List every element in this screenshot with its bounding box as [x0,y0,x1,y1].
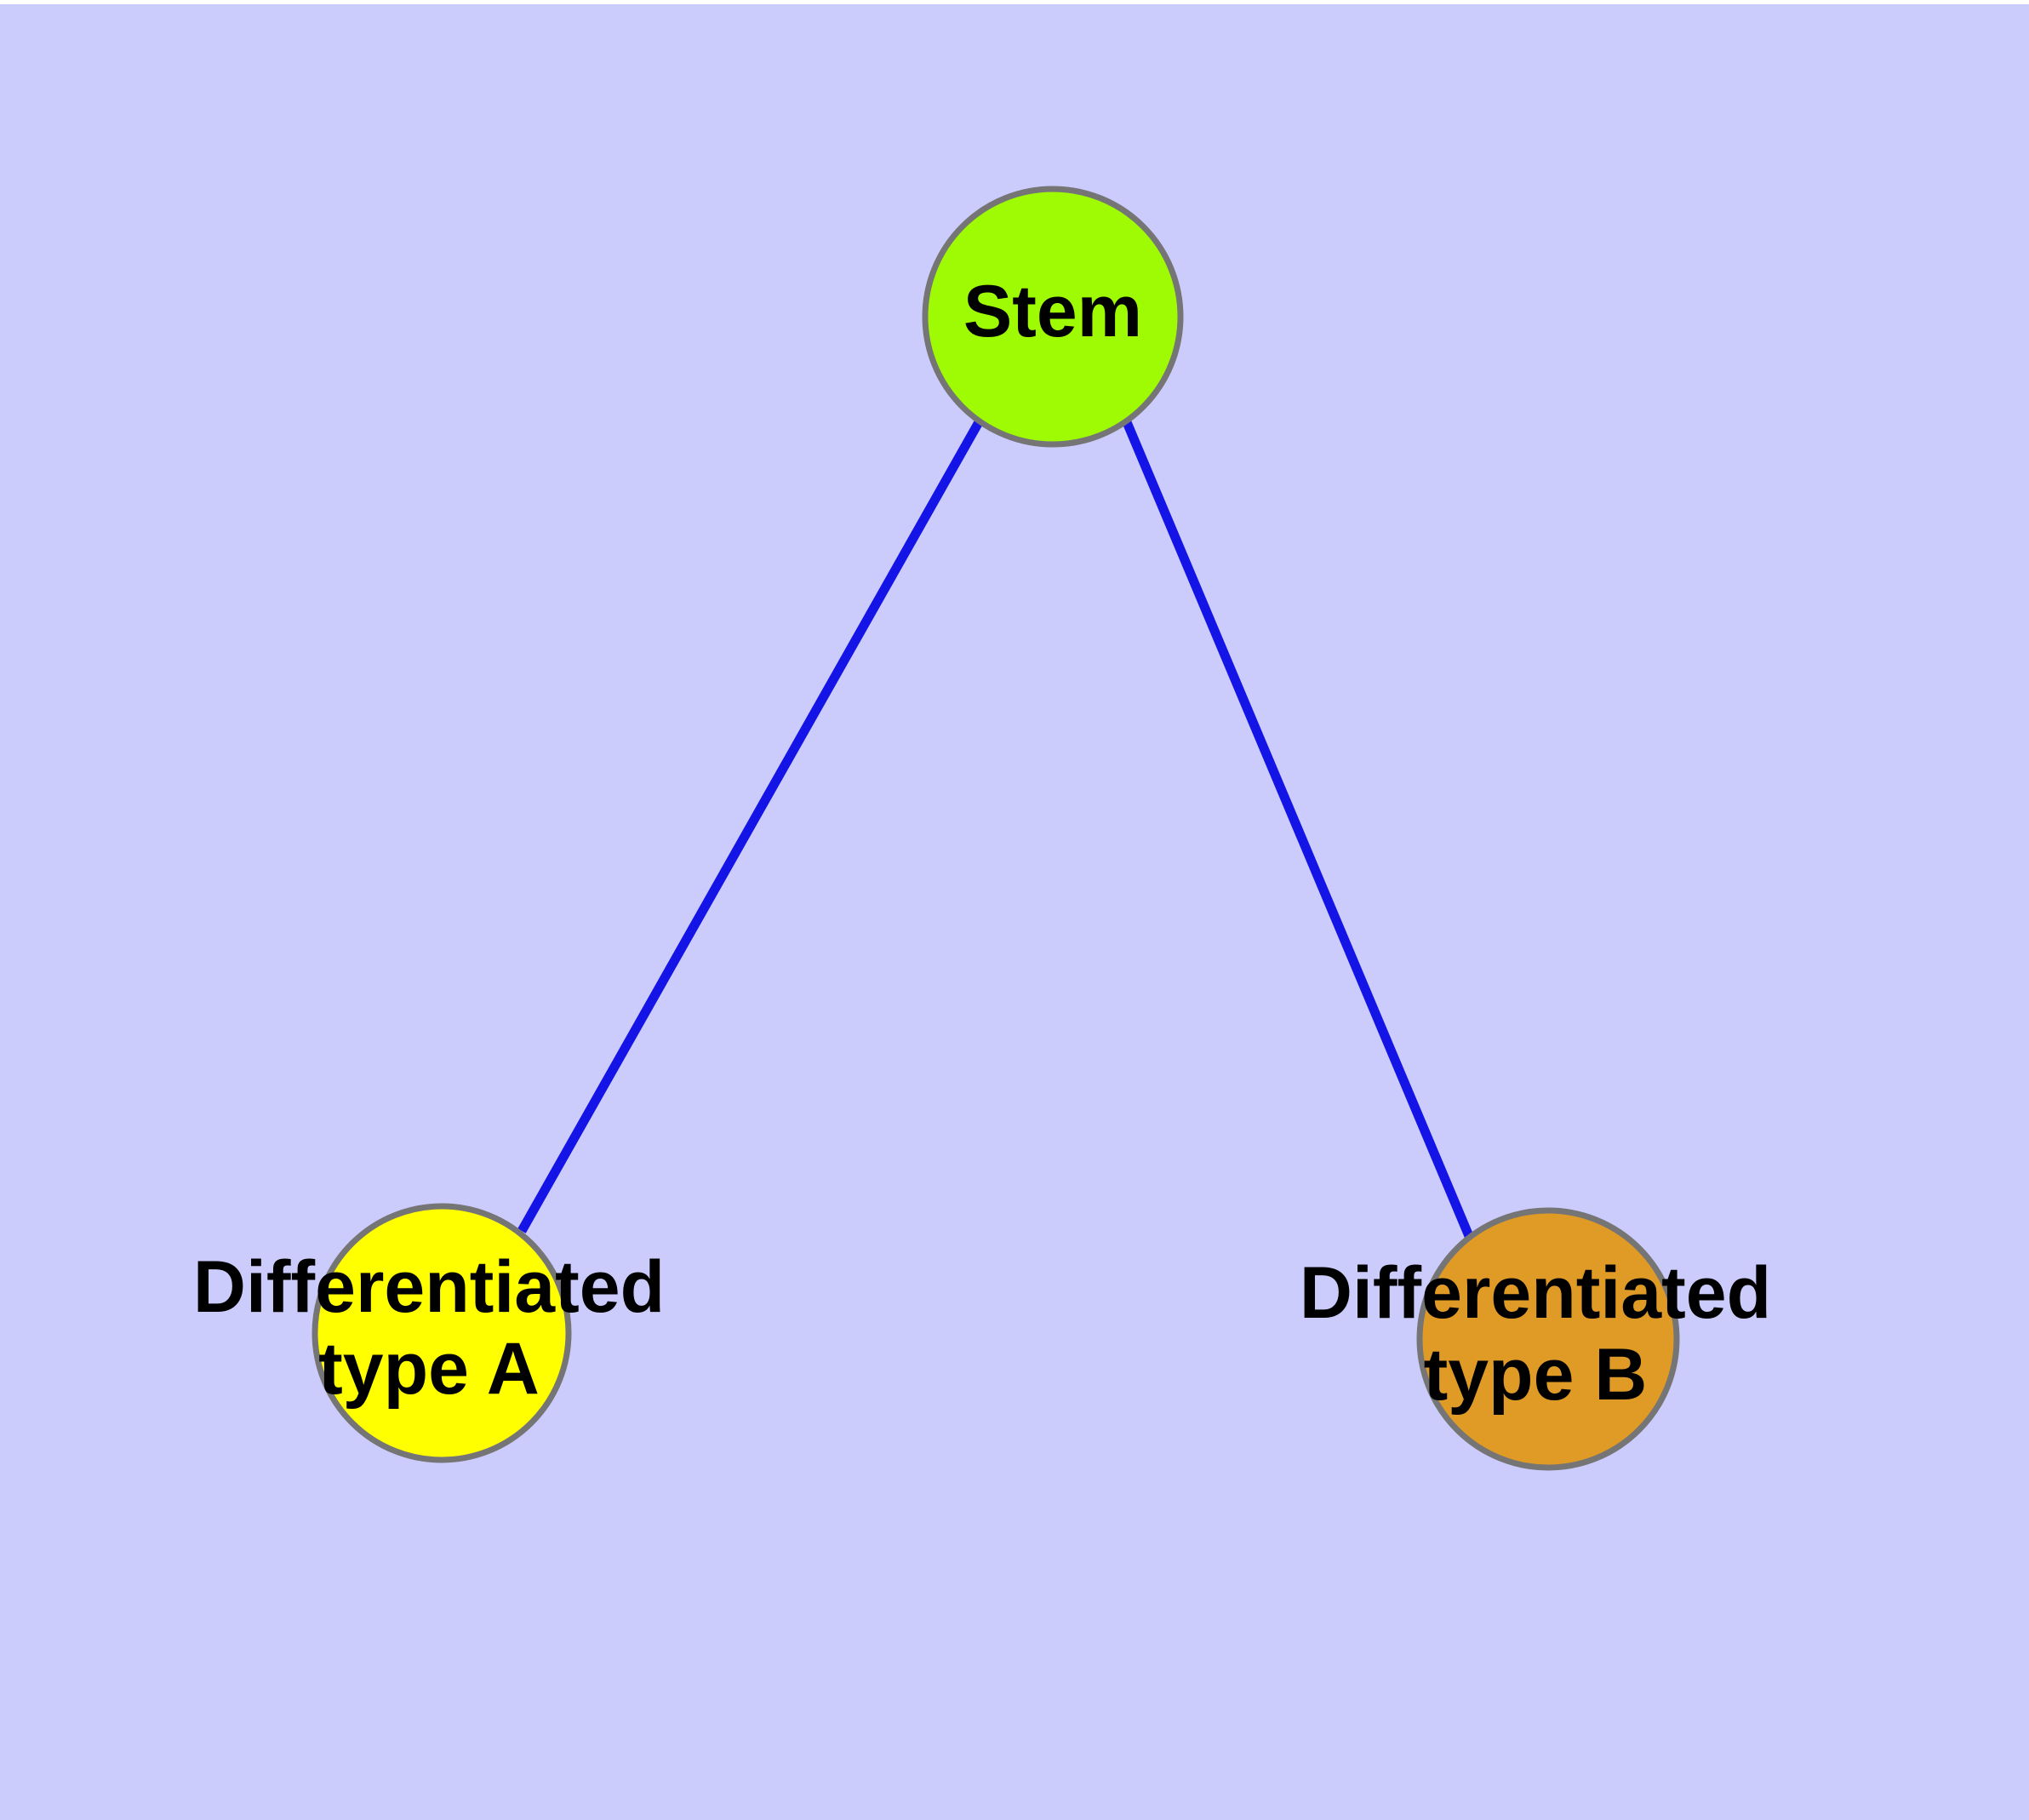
node-circle-stem[interactable] [922,186,1184,448]
node-circle-diff_a[interactable] [311,1203,572,1463]
edge-stem-to-b[interactable] [1122,420,1474,1239]
node-label-stem: Stem [963,271,1142,352]
node-label-line: Stem [963,271,1142,352]
edge-stem-to-a[interactable] [517,420,983,1233]
node-label-line: type A [318,1328,540,1410]
node-label-line: type B [1424,1334,1648,1416]
node-circle-diff_b[interactable] [1416,1207,1680,1471]
node-stem[interactable]: Stem [922,186,1184,448]
edges-layer [517,420,1474,1239]
node-label-line: Differentiated [193,1246,665,1328]
node-label-line: Differentiated [1300,1252,1771,1334]
